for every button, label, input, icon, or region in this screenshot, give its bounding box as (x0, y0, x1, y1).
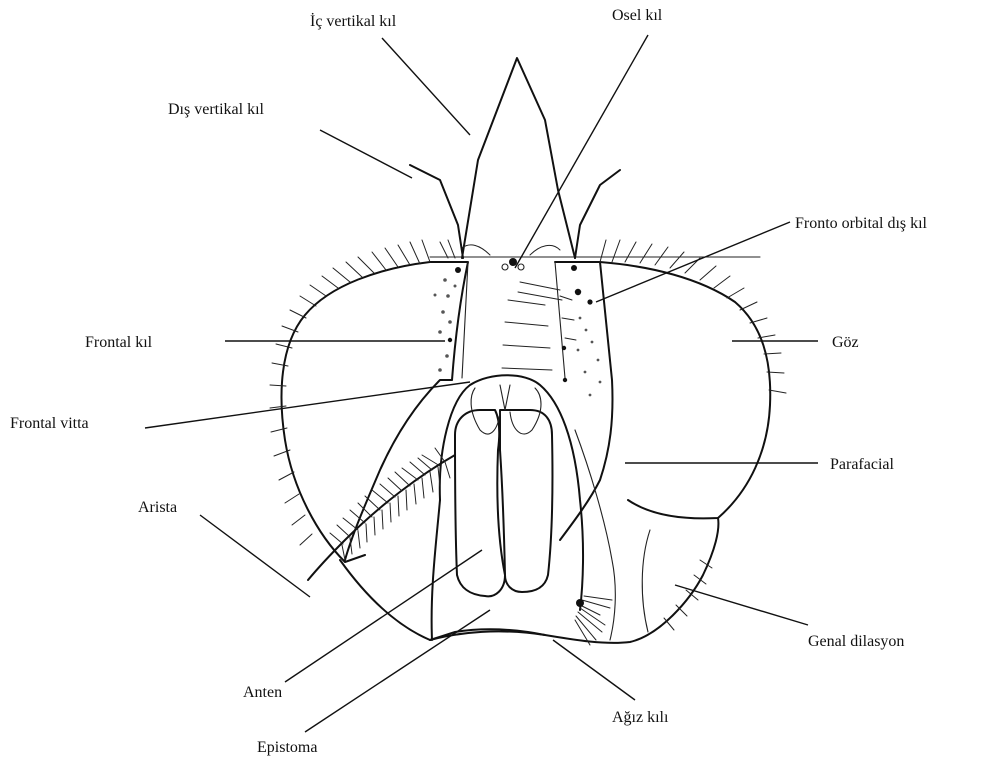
antenna-base-center (500, 385, 510, 410)
right-eye (600, 262, 770, 518)
label-genal-dilasyon: Genal dilasyon (808, 633, 904, 650)
left-eye (282, 262, 430, 562)
right-orbital-plate (555, 262, 613, 540)
label-anten: Anten (243, 684, 282, 701)
label-agiz-kili: Ağız kılı (612, 709, 669, 726)
genal-groove (642, 530, 650, 632)
leader-genal-dilasyon (675, 585, 808, 625)
leader-dis-vertical-kil (320, 130, 412, 178)
leader-osel-kil (515, 35, 648, 268)
label-ic-vertical-kil: İç vertikal kıl (310, 12, 397, 30)
leader-lines (145, 35, 818, 732)
leader-ic-vertical-kil (382, 38, 470, 135)
label-frontal-kil: Frontal kıl (85, 334, 153, 351)
left-orbital-plate (345, 262, 468, 560)
antennal-cavity-left-wall (432, 500, 440, 640)
leader-arista (200, 515, 310, 597)
label-fronto-orbital-dis-kil: Fronto orbital dış kıl (795, 215, 928, 232)
right-eye-hairs (600, 240, 786, 393)
leader-frontal-vitta (145, 382, 470, 428)
label-arista: Arista (138, 499, 177, 516)
vertex-triangle (462, 58, 575, 258)
label-dis-vertical-kil: Dış vertikal kıl (168, 101, 265, 118)
head-lower-outline (340, 518, 718, 643)
frontal-vitta-right-edge (555, 262, 565, 378)
leader-anten (285, 550, 482, 682)
fly-head-illustration (270, 58, 786, 645)
label-goz: Göz (832, 334, 859, 351)
leader-epistoma (305, 610, 490, 732)
vibrissae (575, 596, 612, 645)
label-frontal-vitta: Frontal vitta (10, 415, 89, 432)
right-antenna (500, 410, 553, 592)
left-antenna (455, 410, 505, 596)
label-osel-kil: Osel kıl (612, 7, 663, 24)
label-parafacial: Parafacial (830, 456, 895, 473)
leader-agiz-kili (553, 640, 635, 700)
label-epistoma: Epistoma (257, 739, 317, 756)
